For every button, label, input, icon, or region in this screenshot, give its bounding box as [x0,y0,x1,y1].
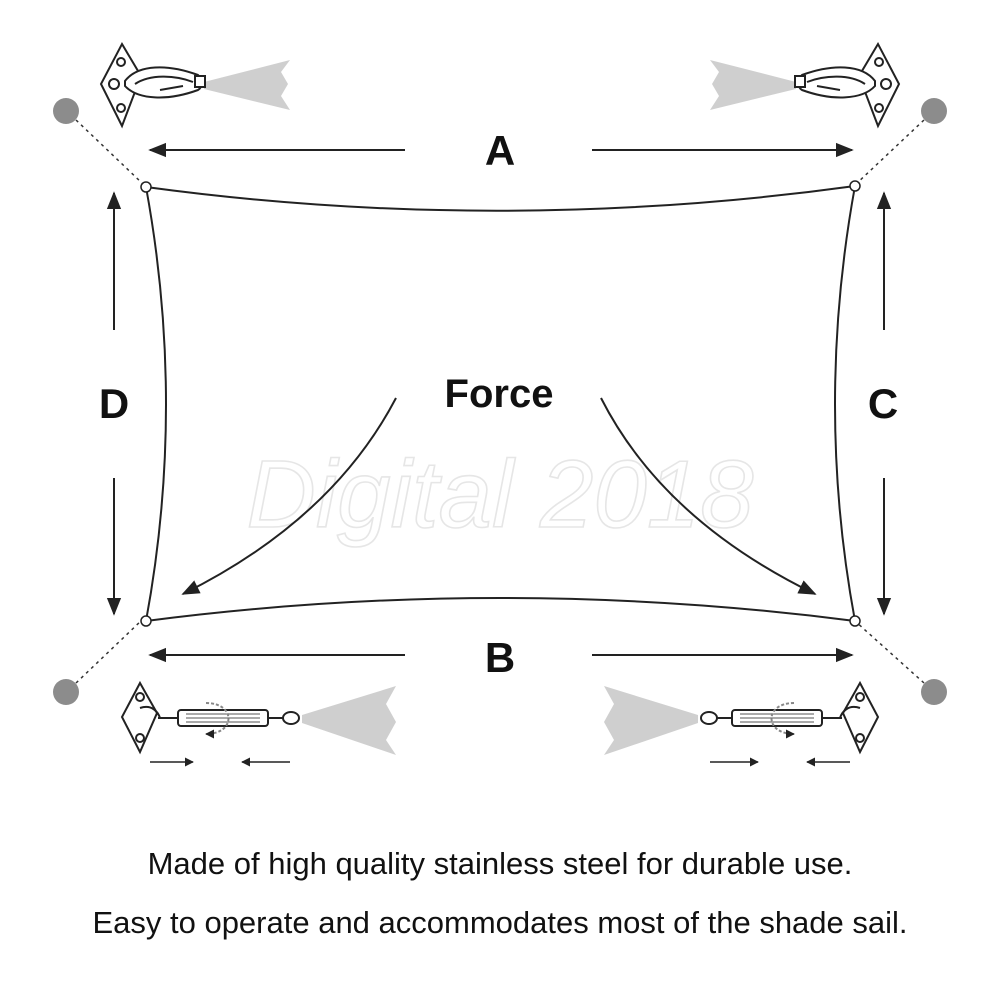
tension-beam-icon [604,686,698,755]
wall-plate-icon [839,680,880,755]
rotation-arrow-icon [770,702,795,739]
watermark-text: Digital 2018 [247,441,754,548]
anchor-post-icon [921,98,947,124]
carabiner-hook-icon [124,66,206,99]
tension-beam-icon [204,60,290,110]
dimension-label-a: A [485,127,515,174]
carabiner-hook-icon [794,66,876,99]
wall-plate-icon [857,41,901,129]
hardware-bottom-right [604,680,880,767]
dimension-label-d: D [99,380,129,427]
tension-lines [75,119,925,684]
tension-beam-icon [302,686,396,755]
turnbuckle-icon [158,709,300,727]
wall-plate-icon [99,41,143,129]
rotation-arrow-icon [205,702,230,739]
anchor-post-icon [921,679,947,705]
hardware-top-left [99,41,290,129]
anchor-post-icon [53,98,79,124]
dimension-label-b: B [485,634,515,681]
turnbuckle-icon [700,709,842,727]
force-arrows [181,397,817,595]
dimension-arrows [106,142,892,663]
caption-line-1: Made of high quality stainless steel for… [147,846,853,881]
hardware-bottom-left [120,680,396,767]
wall-plate-icon [120,680,161,755]
hardware-top-right [710,41,901,129]
force-label: Force [445,372,554,416]
anchor-post-icon [53,679,79,705]
sail-corner-rings [140,180,861,627]
tension-beam-icon [710,60,796,110]
caption-line-2: Easy to operate and accommodates most of… [92,905,908,940]
dimension-label-c: C [868,380,898,427]
